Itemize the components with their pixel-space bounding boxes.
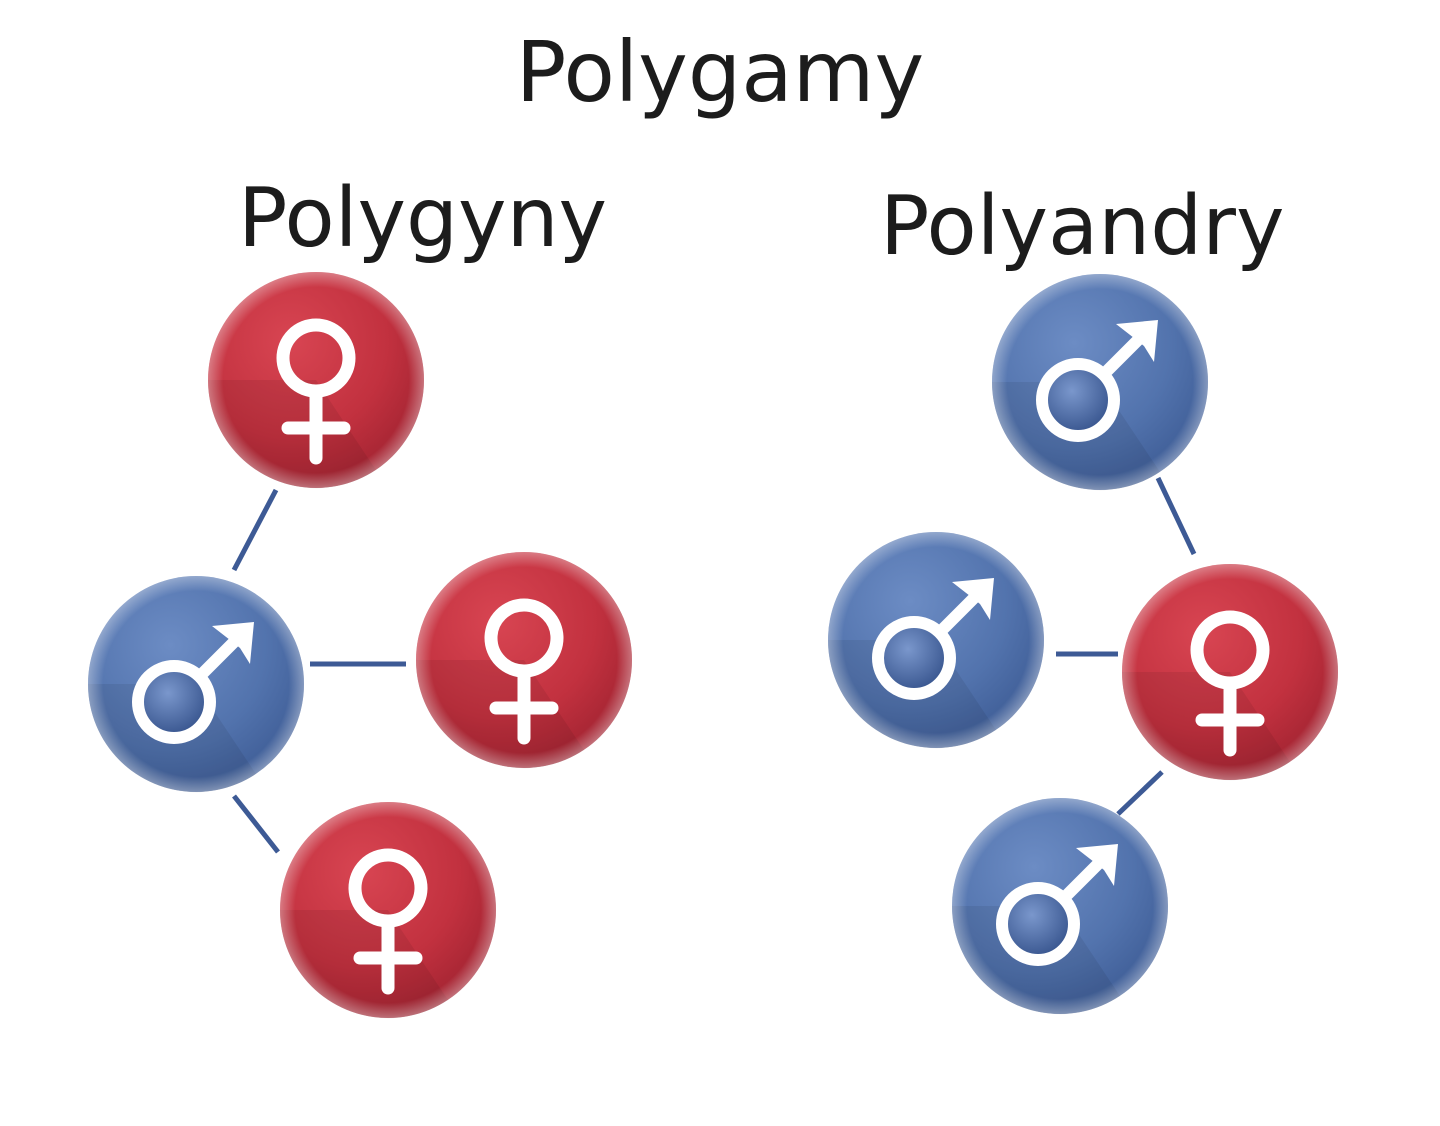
polyandry-label: Polyandry	[880, 179, 1285, 274]
connector-line	[232, 794, 280, 854]
polygyny-label: Polygyny	[238, 171, 608, 266]
polygyny-connectors	[231, 488, 406, 854]
connector-line	[1155, 476, 1197, 556]
diagram-title: Polygamy	[515, 23, 925, 121]
mars-symbol-icon	[952, 798, 1168, 1014]
mars-symbol-icon	[992, 274, 1208, 490]
polyandry-group	[828, 274, 1338, 1014]
mars-symbol-icon	[88, 576, 304, 792]
venus-symbol-icon	[208, 272, 424, 488]
venus-symbol-icon	[1122, 564, 1338, 780]
venus-symbol-icon	[280, 802, 496, 1018]
polygyny-group	[88, 272, 632, 1018]
mars-symbol-icon	[828, 532, 1044, 748]
venus-symbol-icon	[416, 552, 632, 768]
polyandry-connectors	[1056, 476, 1197, 816]
connector-line	[231, 488, 279, 572]
connector-line	[1116, 770, 1164, 816]
